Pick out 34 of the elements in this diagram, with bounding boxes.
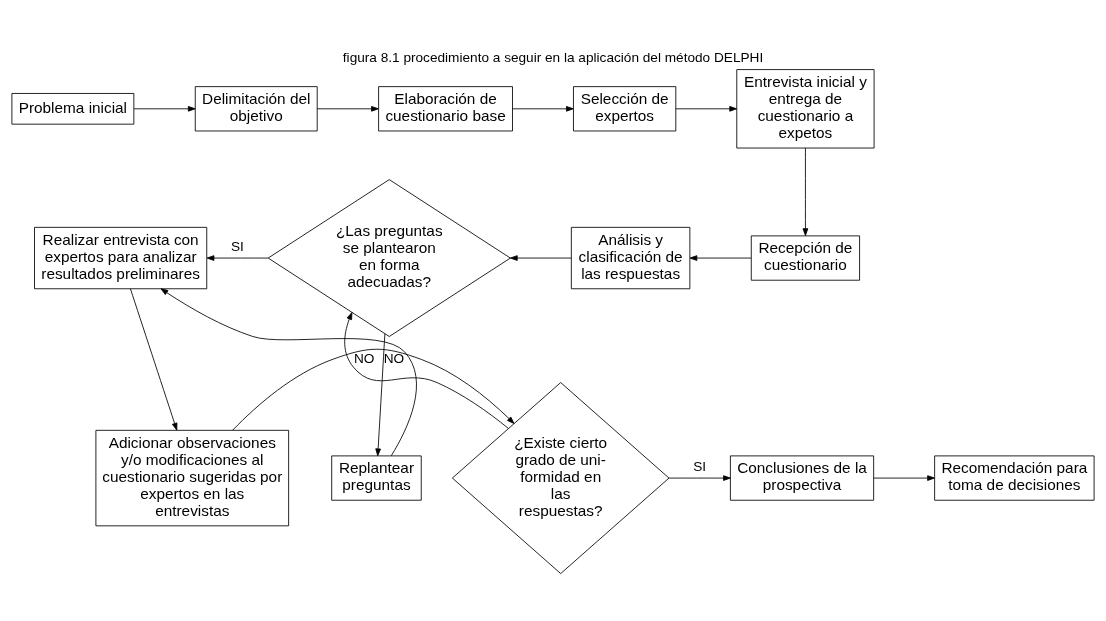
edge-label: SI [693,459,707,475]
edge-label: NO [383,350,405,366]
arrow [509,255,572,261]
arrow [206,255,269,261]
node-box: Delimitación del objetivo [194,86,318,132]
arrow [133,106,196,112]
node-box: Replantear preguntas [331,455,422,501]
edge-label: SI [231,239,244,255]
node-diamond: ¿Existe cierto grado de uni- formidad en las respuestas? [451,382,670,574]
arrow [375,333,386,457]
arrow [689,255,752,261]
node-box: Adicionar observaciones y/o modificaciones al cuestionario sugeridas por expertos en las entrevistas [95,429,290,527]
arrow [160,288,417,457]
arrow [668,475,731,481]
node-box: Recomendación para toma de decisiones [934,455,1095,501]
arrow [802,147,809,236]
node-box: Conclusiones de la prospectiva [729,455,875,501]
arrow [316,106,379,112]
node-box: Selección de expertos [573,86,677,132]
arrow [232,348,515,431]
node-box: Análisis y clasificación de las respuestas [570,226,691,290]
node-box: Problema inicial [11,93,135,125]
diagram-title: figura 8.1 procedimiento a seguir en la aplicación del método DELPHI [342,49,764,65]
arrow [130,288,178,431]
node-diamond: ¿Las preguntas se plantearon en forma adecuadas? [267,179,511,337]
arrow [344,312,509,429]
arrow [675,106,737,112]
arrow [873,475,935,481]
node-box: Realizar entrevista con expertos para analizar resultados preliminares [34,226,208,290]
node-box: Recepción de cuestionario [750,235,860,281]
node-box: Entrevista inicial y entrega de cuestionario a expetos [736,69,875,149]
node-box: Elaboración de cuestionario base [378,86,513,132]
edge-label: NO [353,350,375,366]
arrow [512,106,574,112]
